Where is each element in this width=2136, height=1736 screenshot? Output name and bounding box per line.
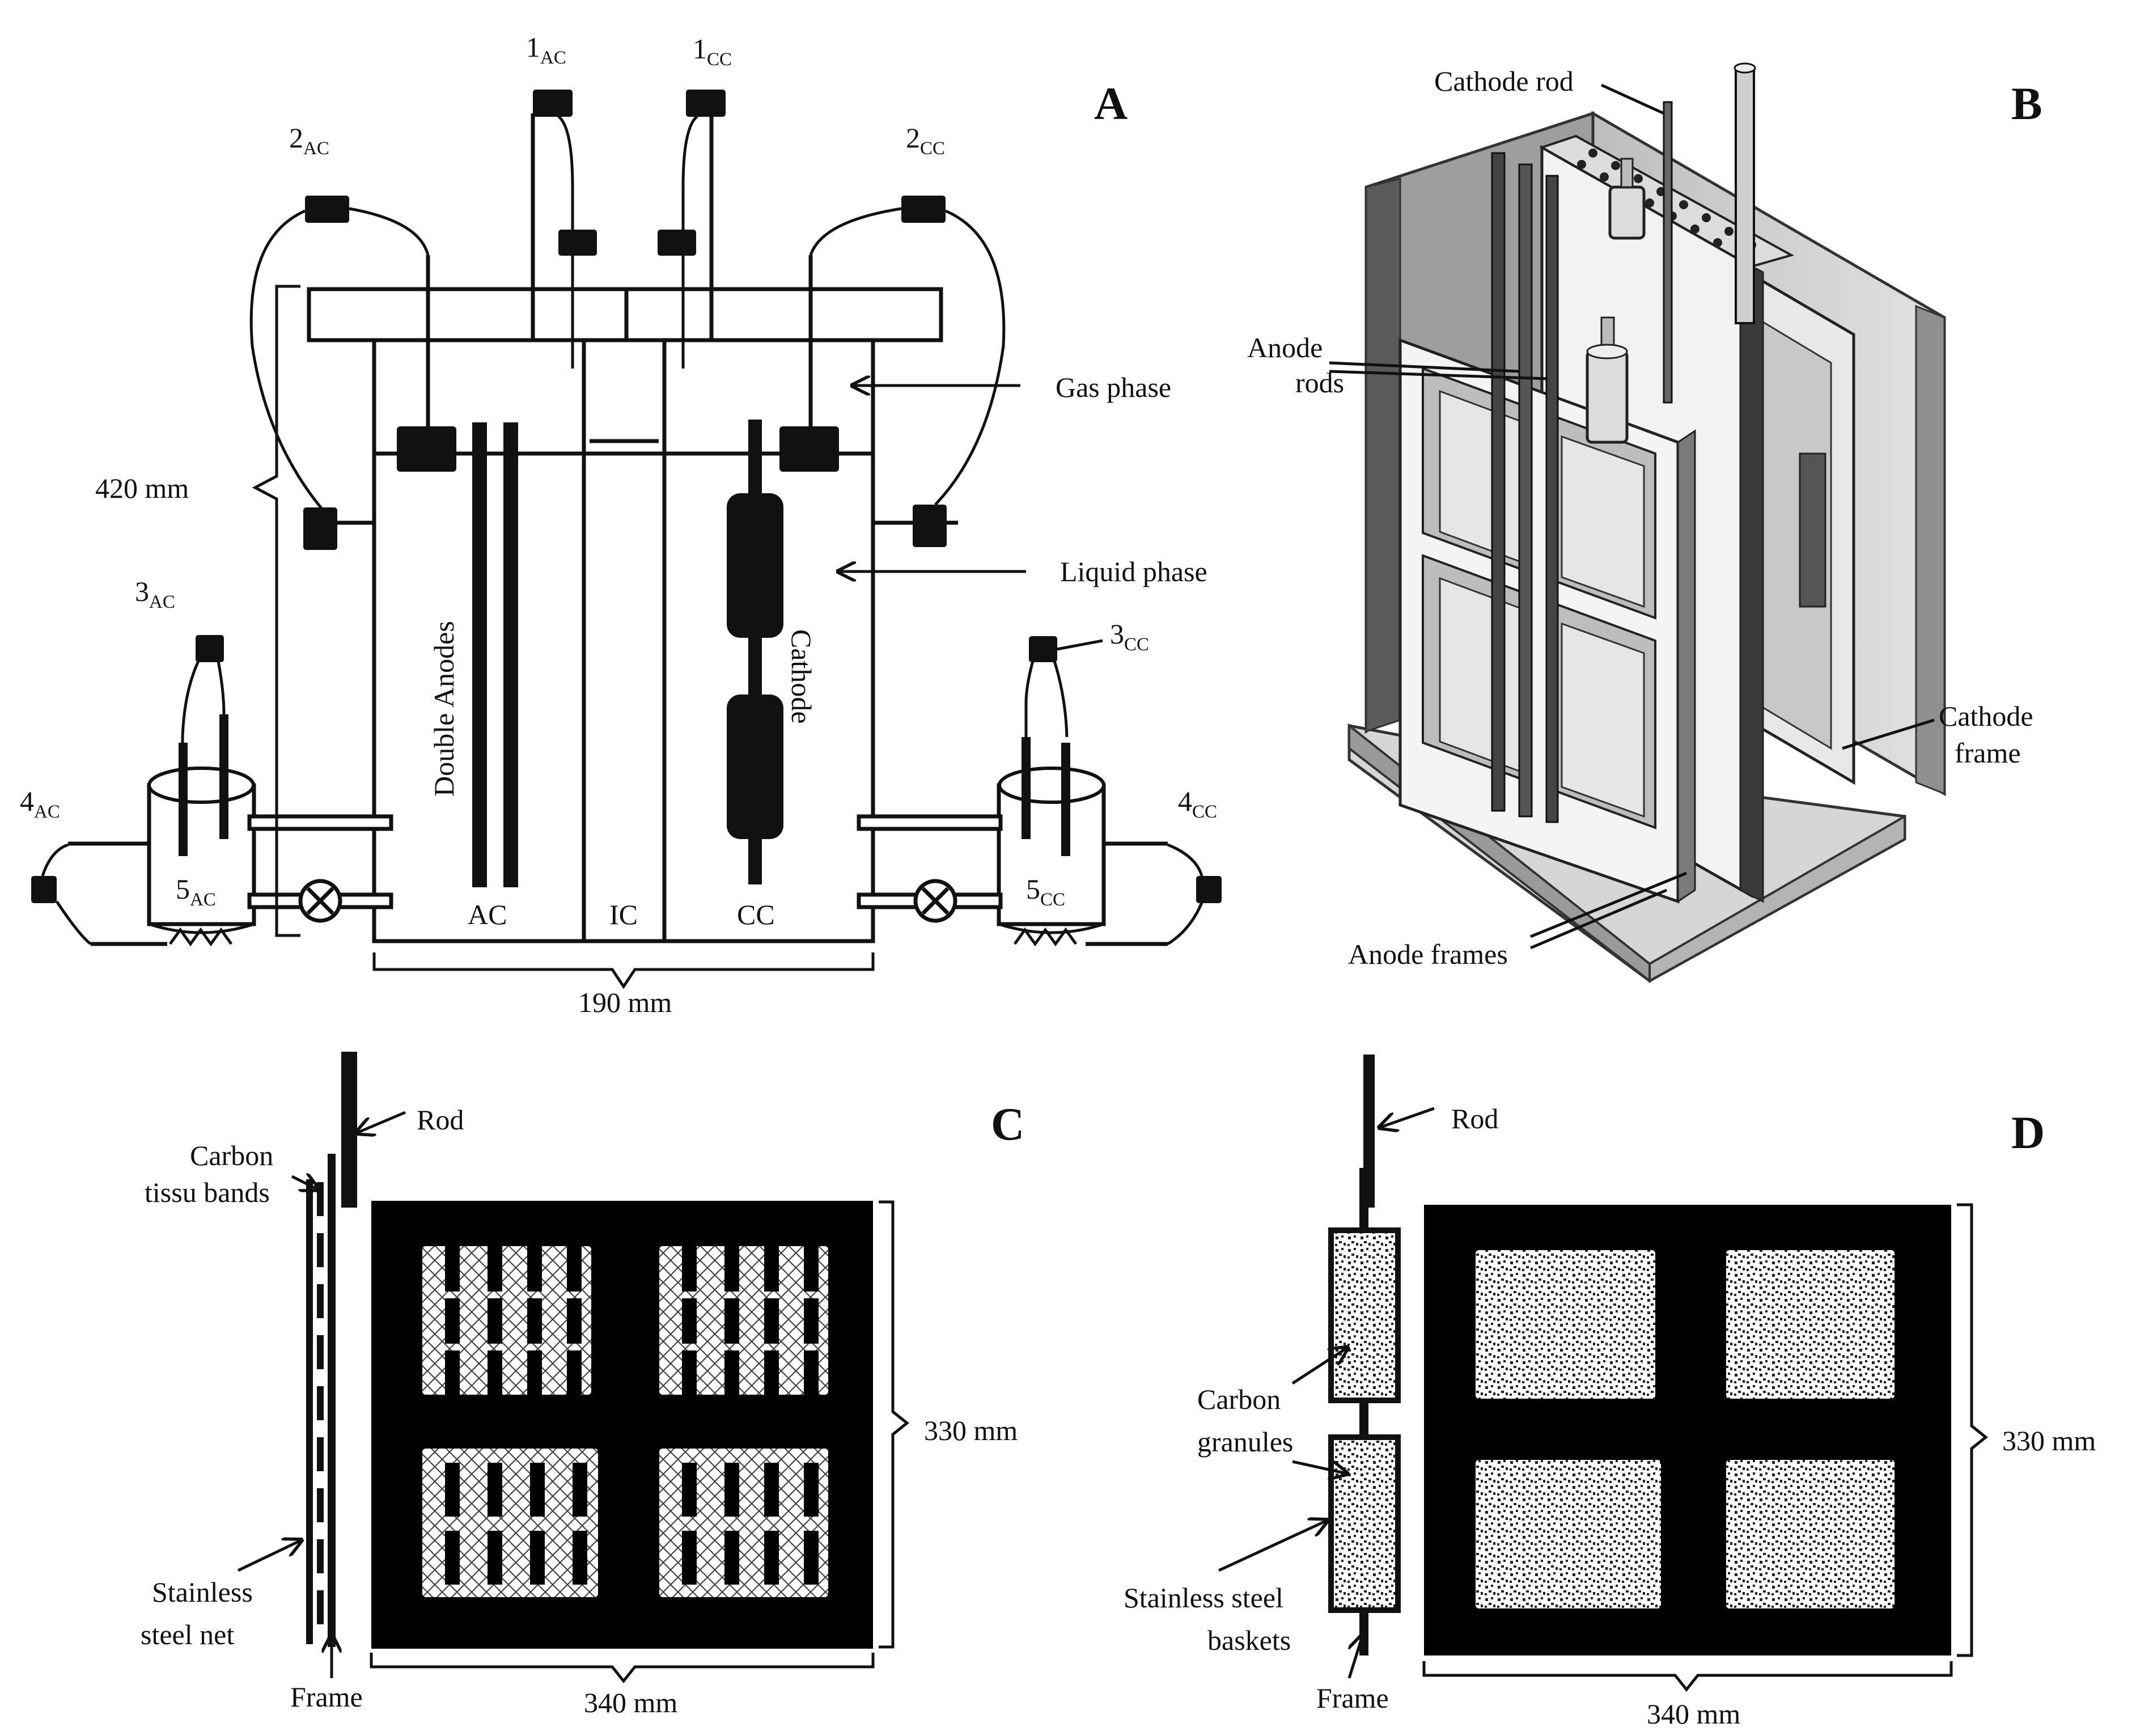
double-anodes-label: Double Anodes [428, 621, 460, 797]
d-windows [1476, 1250, 1895, 1608]
panel-b: B [1247, 62, 2042, 984]
anode-rod-1 [1491, 152, 1506, 812]
port-2ac-lower-valve [303, 507, 337, 550]
cathode-frame-label-line2: frame [1955, 737, 2021, 769]
d-carbon-label-line2: granules [1197, 1426, 1293, 1458]
anode-rod-3 [1545, 175, 1559, 823]
ac-gas-collector [397, 426, 456, 472]
c-height-dimension: 330 mm [924, 1415, 1018, 1446]
c-carbon-label-line1: Carbon [190, 1140, 273, 1171]
anode-rods-label-line1: Anode [1247, 332, 1323, 363]
height-brace [252, 285, 300, 937]
d-carbon-label-line1: Carbon [1197, 1383, 1281, 1415]
cathode-label: Cathode [786, 629, 817, 724]
port-4ac-valve [31, 876, 57, 903]
d-width-dimension: 340 mm [1647, 1698, 1740, 1730]
c-stainless-net [306, 1179, 313, 1644]
c-steel-label-line2: steel net [141, 1619, 234, 1650]
ac-label: AC [468, 899, 507, 930]
panel-b-letter: B [2011, 78, 2042, 129]
c-carbon-label-line2: tissu bands [145, 1176, 270, 1208]
port-2ac-valve [305, 196, 349, 223]
cathode-frame-label-line1: Cathode [1939, 700, 2033, 732]
gas-cylinder-front [1586, 350, 1629, 444]
width-dimension: 190 mm [578, 986, 672, 1018]
port-1cc-label: 1CC [693, 33, 732, 70]
port-3ac-label: 3AC [135, 575, 175, 612]
ic-compartment [582, 338, 667, 943]
gas-cylinder-rear [1608, 185, 1646, 240]
c-rod-label: Rod [417, 1104, 464, 1136]
panel-a: A [20, 31, 1222, 1018]
c-height-brace [879, 1200, 910, 1649]
c-width-dimension: 340 mm [584, 1687, 677, 1718]
port-4cc-valve [1196, 876, 1222, 903]
cathode-rod-thick [1735, 67, 1755, 324]
port-5cc-label: 5CC [1026, 873, 1065, 910]
port-4cc-label: 4CC [1178, 785, 1217, 822]
port-1cc-valve [686, 90, 726, 117]
heater-5ac [168, 927, 233, 947]
port-3ac-valve [196, 635, 224, 662]
panel-d: D 330 mm 340 mm Rod Carbon granules Stai… [1124, 1055, 2096, 1730]
port-4ac-label: 4AC [20, 785, 60, 822]
tank-5ac [147, 783, 256, 926]
anode-rod-2 [1518, 163, 1533, 818]
d-frame-label: Frame [1316, 1682, 1389, 1714]
c-rod [341, 1052, 357, 1208]
width-brace [372, 952, 875, 989]
d-steel-label-line2: baskets [1207, 1624, 1291, 1656]
port-3cc-valve [1029, 636, 1057, 662]
port-2ac-label: 2AC [289, 122, 329, 159]
d-basket-upper [1328, 1227, 1401, 1403]
c-carbon-tissue-bands [445, 1246, 819, 1585]
cathode-block-upper [727, 493, 783, 638]
ic-label: IC [609, 899, 638, 930]
c-frame-label: Frame [290, 1681, 363, 1713]
cc-gas-collector [779, 426, 839, 472]
port-2cc-valve [901, 196, 946, 223]
c-windows [422, 1246, 828, 1597]
d-rod-label: Rod [1451, 1103, 1498, 1134]
gas-phase-label: Gas phase [1056, 371, 1171, 403]
liquid-phase-label: Liquid phase [1060, 556, 1207, 587]
port-2cc-lower-valve [913, 505, 947, 547]
cc-label: CC [737, 899, 775, 930]
port-3cc-label: 3CC [1110, 618, 1149, 655]
height-dimension: 420 mm [95, 472, 189, 504]
panel-a-letter: A [1094, 78, 1128, 129]
port-1ac-valve [533, 90, 573, 117]
d-width-brace [1422, 1661, 1953, 1692]
port-2cc-label: 2CC [906, 122, 945, 159]
d-height-brace [1957, 1203, 1989, 1657]
panel-c: C [141, 1052, 1024, 1718]
heater-5cc [1013, 927, 1078, 947]
cathode-rod-thin [1663, 101, 1673, 404]
anode-left [472, 422, 487, 887]
panel-d-letter: D [2011, 1107, 2045, 1158]
port-5ac-label: 5AC [176, 873, 216, 910]
c-frame-profile [328, 1154, 336, 1647]
c-width-brace [370, 1653, 875, 1684]
port-1ac-label: 1AC [526, 31, 566, 68]
cathode-block-lower [727, 695, 783, 839]
d-steel-label-line1: Stainless steel [1124, 1582, 1283, 1614]
anode-right [503, 422, 518, 887]
panel-c-letter: C [991, 1098, 1024, 1150]
d-basket-lower [1328, 1434, 1401, 1613]
anode-frames-label: Anode frames [1348, 938, 1508, 970]
c-steel-label-line1: Stainless [152, 1576, 253, 1608]
d-height-dimension: 330 mm [2002, 1425, 2096, 1456]
cathode-rod-label: Cathode rod [1434, 65, 1574, 97]
